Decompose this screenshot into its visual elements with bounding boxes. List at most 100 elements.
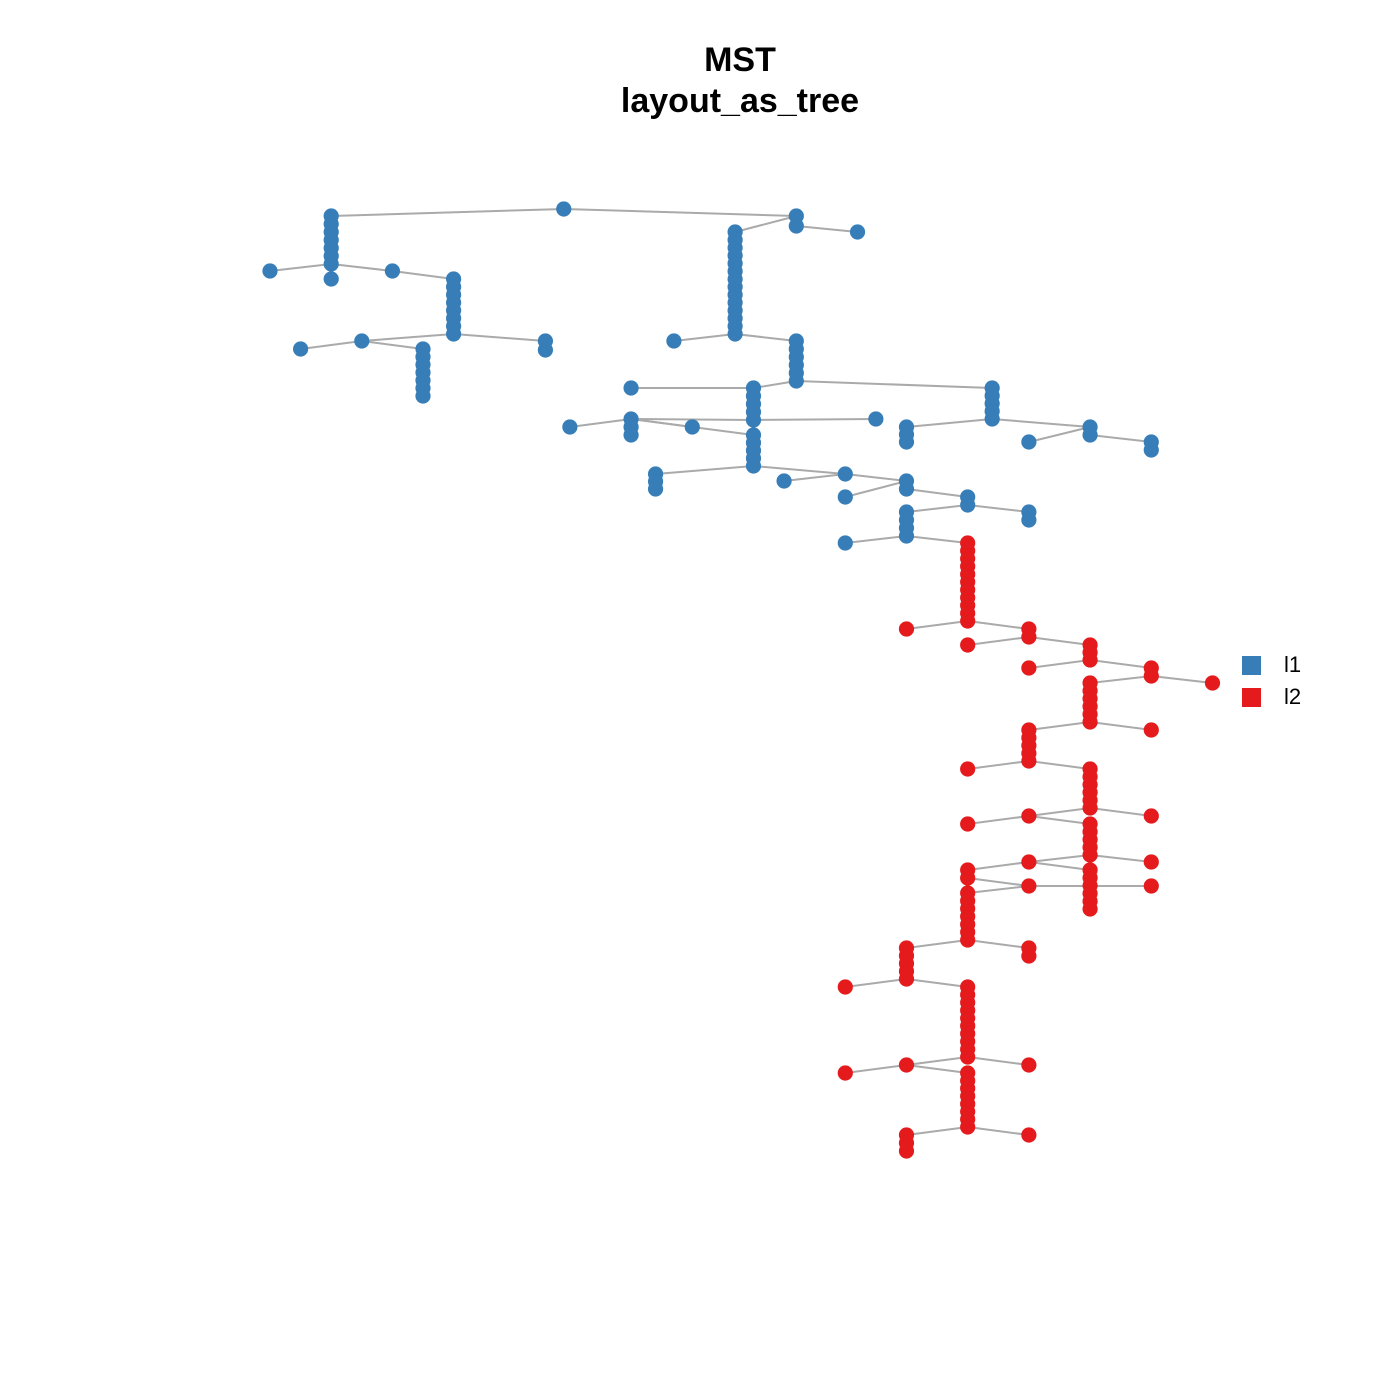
tree-node-l1 [960,497,976,513]
tree-edge [796,380,993,389]
tree-node-l1 [849,224,866,240]
tree-edge [906,535,968,544]
tree-node-l1 [745,412,762,428]
tree-node-l1 [354,333,370,349]
tree-edge [845,535,907,544]
tree-node-l2 [1143,722,1159,738]
tree-node-l2 [1143,854,1159,870]
tree-edge [1089,434,1152,443]
node-layer [262,201,1221,1159]
plot-title: MST layout_as_tree [0,40,1400,122]
tree-edge [1089,854,1152,863]
tree-edge [967,636,1030,646]
tree-edge [906,939,968,949]
tree-edge [563,208,797,217]
tree-node-l2 [960,613,976,629]
tree-node-l2 [898,1143,915,1159]
tree-node-l2 [898,621,915,637]
tree-node-l2 [960,870,976,886]
tree-node-l2 [1143,668,1159,684]
tree-node-l1 [1143,442,1159,458]
tree-edge [1151,675,1213,684]
tree-edge [1028,854,1091,863]
tree-edge [1028,861,1091,871]
tree-node-l2 [960,761,976,777]
tree-node-l2 [1082,652,1098,668]
tree-node-l1 [323,256,339,272]
tree-node-l1 [727,326,743,342]
tree-edge [967,861,1030,871]
tree-node-l2 [1021,878,1037,894]
tree-edge [906,1064,968,1074]
tree-edge [783,473,846,482]
tree-node-l2 [960,932,976,948]
tree-node-l1 [1021,434,1037,450]
tree-edge [967,1126,1030,1136]
tree-edge [967,885,1029,894]
tree-edge [673,333,736,342]
tree-node-l1 [623,427,639,443]
tree-edge [361,333,454,342]
tree-node-l1 [868,411,884,427]
tree-edge [967,620,1030,630]
tree-edge [1028,760,1091,770]
tree-edge [967,939,1030,949]
tree-edge [1028,636,1091,646]
tree-node-l2 [1082,847,1098,863]
tree-edge [1089,807,1152,817]
tree-edge [992,418,1091,428]
tree-node-l1 [898,434,915,450]
tree-node-l2 [1082,901,1098,917]
tree-edge [906,1056,968,1066]
tree-node-l1 [684,419,700,435]
tree-node-l1 [666,333,682,349]
tree-edge [845,1064,907,1074]
title-line-2: layout_as_tree [620,82,860,120]
tree-node-l2 [1021,948,1037,964]
tree-edge [655,465,754,475]
tree-edge [967,760,1030,770]
legend-label-l1: l1 [1284,652,1302,677]
tree-node-l2 [1143,878,1159,894]
tree-edge [300,340,362,350]
tree-node-l1 [788,218,804,234]
tree-edge [906,1126,968,1136]
tree-node-l2 [898,971,915,987]
legend-swatch-l1 [1242,656,1261,675]
tree-node-l2 [1021,808,1037,824]
tree-edge [569,418,632,428]
legend-swatch-l2 [1242,688,1261,707]
tree-edge [1028,815,1091,825]
tree-edge [796,225,858,233]
tree-node-l1 [647,481,664,497]
tree-node-l2 [1021,660,1037,676]
tree-edge [753,418,876,421]
tree-edge [906,620,968,630]
tree-node-l1 [776,473,792,489]
tree-edge [845,978,907,988]
tree-node-l2 [837,1065,853,1081]
tree-edge [1028,659,1091,669]
tree-node-l1 [1082,427,1098,443]
tree-node-l1 [446,326,462,342]
tree-node-l2 [1082,714,1098,730]
tree-edge [906,418,993,428]
tree-edge [1028,807,1091,817]
tree-node-l1 [837,489,853,505]
title-line-1: MST [704,41,776,79]
tree-node-l2 [898,1057,915,1073]
tree-edge [906,504,968,513]
tree-node-l2 [1021,1057,1037,1073]
tree-node-l1 [537,342,554,358]
tree-node-l2 [1082,800,1098,816]
tree-edge [1089,659,1152,669]
tree-edge [392,270,454,280]
tree-edge [735,333,797,342]
tree-node-l1 [262,263,278,279]
tree-node-l2 [1021,854,1037,870]
tree-edge [906,488,968,498]
tree-edge [967,1056,1030,1066]
tree-node-l1 [898,481,915,497]
tree-node-l1 [415,388,431,404]
tree-node-l1 [837,466,853,482]
